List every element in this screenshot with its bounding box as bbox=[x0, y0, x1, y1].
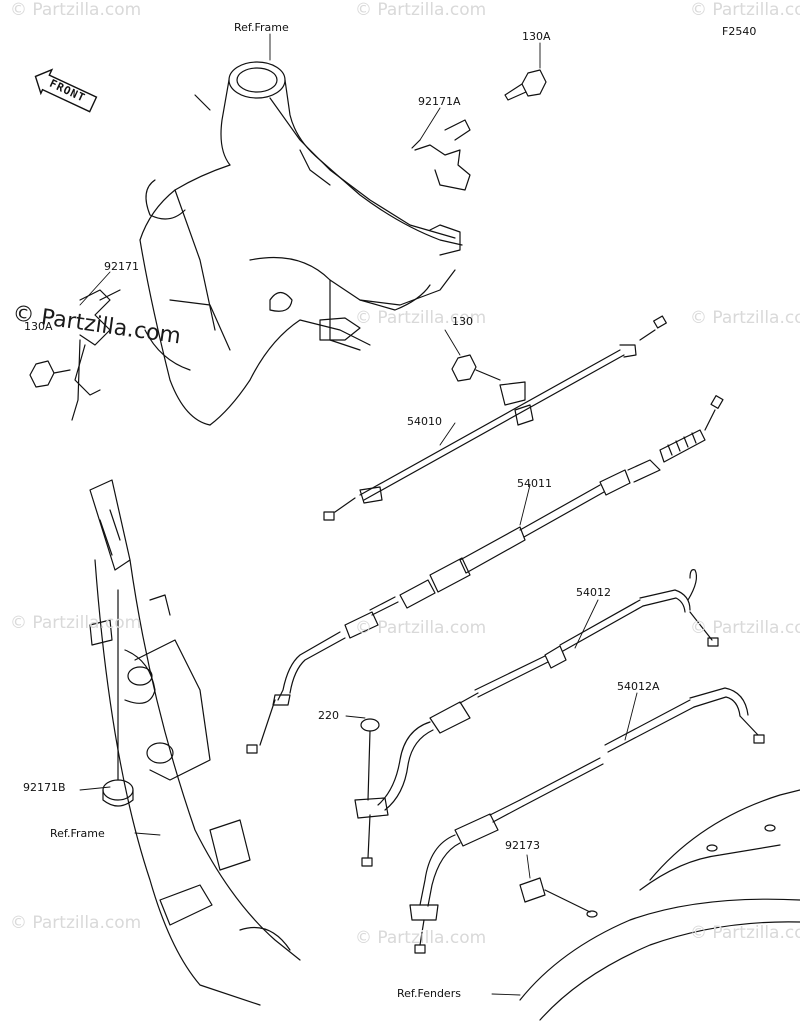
watermark: © Partzilla.com bbox=[355, 618, 487, 638]
watermark: © Partzilla.com bbox=[690, 618, 800, 638]
front-direction-arrow: FRONT bbox=[27, 62, 103, 119]
watermark: © Partzilla.com bbox=[690, 923, 800, 943]
part-130a-top-label[interactable]: 130A bbox=[522, 30, 551, 43]
ref-frame-bottom-label: Ref.Frame bbox=[50, 827, 105, 840]
frame-upper-drawing bbox=[139, 61, 463, 426]
watermark: © Partzilla.com bbox=[355, 0, 487, 20]
ref-frame-top-label: Ref.Frame bbox=[234, 21, 289, 34]
watermark: © Partzilla.com bbox=[690, 308, 800, 328]
bolt-130a-top-drawing bbox=[504, 69, 547, 101]
cable-54012-drawing bbox=[354, 569, 719, 867]
part-54012a-label[interactable]: 54012A bbox=[617, 680, 660, 693]
clamp-92171b-drawing bbox=[102, 589, 134, 807]
part-130-label[interactable]: 130 bbox=[452, 315, 473, 328]
watermark: © Partzilla.com bbox=[10, 0, 142, 20]
clip-92171-drawing bbox=[71, 289, 121, 421]
part-220-label[interactable]: 220 bbox=[318, 709, 339, 722]
watermark: © Partzilla.com bbox=[10, 613, 142, 633]
clip-92171a-drawing bbox=[411, 119, 471, 191]
part-92171-label[interactable]: 92171 bbox=[104, 260, 139, 273]
part-92173-label[interactable]: 92173 bbox=[505, 839, 540, 852]
cable-54011-drawing bbox=[246, 395, 724, 754]
part-54012-label[interactable]: 54012 bbox=[576, 586, 611, 599]
cable-54012a-drawing bbox=[409, 687, 765, 954]
part-130a-left-label[interactable]: 130A bbox=[24, 320, 53, 333]
part-92171b-label[interactable]: 92171B bbox=[23, 781, 66, 794]
watermark: © Partzilla.com bbox=[10, 913, 142, 933]
part-92171a-label[interactable]: 92171A bbox=[418, 95, 461, 108]
bolt-130-drawing bbox=[451, 354, 526, 406]
leader-lines bbox=[79, 33, 638, 996]
frame-lower-drawing bbox=[89, 479, 301, 1006]
diagram-code: F2540 bbox=[722, 25, 757, 38]
fender-drawing bbox=[519, 789, 800, 1021]
watermark: © Partzilla.com bbox=[355, 308, 487, 328]
watermark: © Partzilla.com bbox=[355, 928, 487, 948]
watermark: © Partzilla.com bbox=[690, 0, 800, 20]
cable-54010-drawing bbox=[323, 315, 667, 521]
part-54010-label[interactable]: 54010 bbox=[407, 415, 442, 428]
part-54011-label[interactable]: 54011 bbox=[517, 477, 552, 490]
ref-fenders-label: Ref.Fenders bbox=[397, 987, 461, 1000]
bolt-130a-left-drawing bbox=[29, 360, 71, 388]
